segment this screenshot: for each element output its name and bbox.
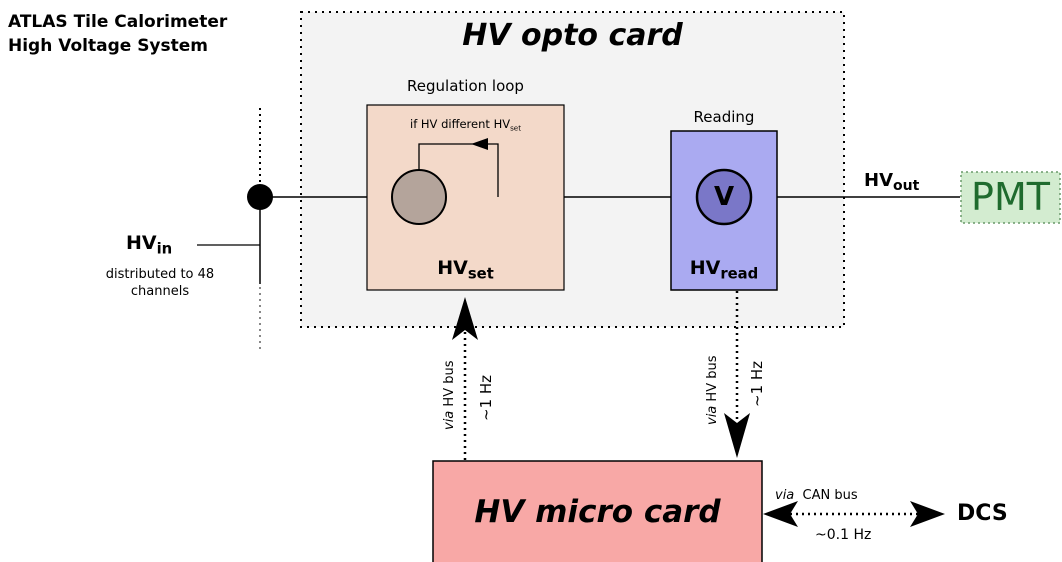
pmt-box: [960, 171, 1061, 224]
reading-heading: Reading: [693, 108, 755, 126]
voltmeter-circle: [695, 168, 753, 226]
regulation-condition-text: if HV different HV: [410, 117, 511, 131]
hv-read-sub: read: [720, 265, 759, 283]
regulation-condition-sub: set: [510, 123, 521, 133]
junction-node: [247, 184, 273, 210]
system-title-line1: ATLAS Tile Calorimeter: [8, 12, 228, 32]
hv-in-label: HVin: [126, 232, 172, 257]
set-link-via: via: [442, 410, 457, 430]
read-link-bus: HV bus: [705, 355, 720, 402]
feedback-loop: [418, 143, 499, 197]
set-link-bus: HV bus: [442, 360, 457, 407]
hv-in-note: distributed to 48 channels: [70, 266, 250, 300]
opto-card-title: HV opto card: [462, 18, 683, 53]
hv-in-note-line1: distributed to 48: [105, 267, 215, 282]
hv-read-main: HV: [689, 257, 721, 279]
hv-set-main: HV: [437, 257, 468, 279]
read-link-arrow-icon: [724, 413, 750, 458]
set-link-arrow-icon: [452, 297, 478, 340]
regulator-circle: [391, 169, 447, 225]
can-link-right-arrow-icon: [910, 501, 945, 527]
hv-out-sub: out: [893, 178, 920, 195]
can-bus-rate: ~0.1 Hz: [815, 527, 872, 543]
voltmeter-symbol: V: [713, 182, 735, 212]
hv-in-sub: in: [156, 240, 173, 258]
system-title: ATLAS Tile Calorimeter High Voltage Syst…: [8, 10, 227, 58]
hv-set-label: HVset: [367, 257, 564, 282]
can-link-left-arrow-icon: [763, 501, 798, 527]
can-bus-label: via CAN bus: [775, 488, 858, 503]
read-link-via: via: [705, 405, 720, 425]
hv-in-note-line2: channels: [130, 284, 190, 299]
hv-out-main: HV: [864, 170, 893, 191]
hv-out-label: HVout: [864, 170, 919, 194]
micro-card-title: HV micro card: [474, 494, 721, 530]
set-link-rate: ~1 Hz: [477, 374, 495, 421]
can-bus-name: CAN bus: [802, 488, 858, 503]
hv-in-main: HV: [126, 232, 157, 254]
dcs-label: DCS: [957, 501, 1008, 526]
regulation-heading: Regulation loop: [407, 77, 524, 95]
set-link-bus-label: via HV bus: [442, 361, 457, 431]
hv-set-sub: set: [467, 265, 494, 283]
micro-card-box: [432, 460, 763, 562]
read-link-bus-label: via HV bus: [705, 356, 720, 426]
can-bus-via: via: [775, 488, 795, 503]
pmt-label: PMT: [971, 175, 1050, 219]
feedback-arrow-icon: [471, 138, 488, 150]
regulation-condition: if HV different HVset: [367, 117, 564, 132]
hv-read-label: HVread: [671, 257, 777, 282]
read-link-rate: ~1 Hz: [748, 360, 766, 407]
system-title-line2: High Voltage System: [8, 36, 209, 56]
